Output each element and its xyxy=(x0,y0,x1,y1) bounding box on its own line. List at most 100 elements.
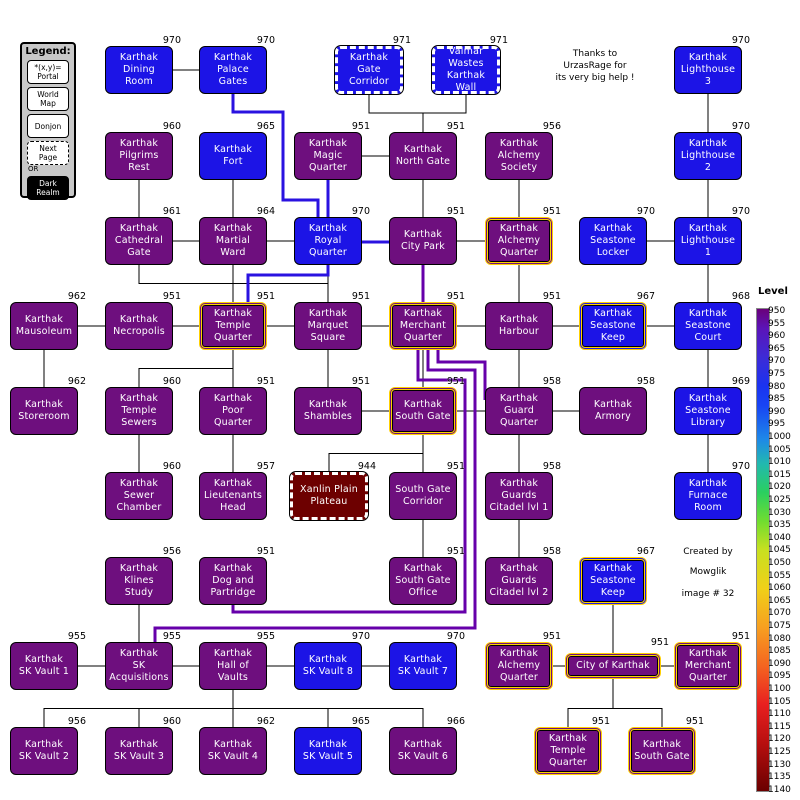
room-sskeep2[interactable]: Karthak Seastone Keep xyxy=(579,557,647,605)
room-level-magic: 951 xyxy=(351,121,370,132)
room-xanlin[interactable]: Xanlin Plain Plateau xyxy=(289,471,369,521)
room-level-storeroom: 962 xyxy=(67,376,86,387)
room-level-royal: 970 xyxy=(351,206,370,217)
room-alchq2[interactable]: Karthak Alchemy Quarter xyxy=(485,642,553,690)
room-mausoleum[interactable]: Karthak Mausoleum xyxy=(10,302,78,350)
level-tick: 1040 xyxy=(768,532,791,543)
room-vault3[interactable]: Karthak SK Vault 3 xyxy=(105,727,173,775)
room-level-alchsoc: 956 xyxy=(542,121,561,132)
room-vault8[interactable]: Karthak SK Vault 8 xyxy=(294,642,362,690)
room-magic[interactable]: Karthak Magic Quarter xyxy=(294,132,362,180)
room-lh2[interactable]: Karthak Lighthouse 2 xyxy=(674,132,742,180)
level-tick: 1135 xyxy=(768,772,791,783)
room-southgate2[interactable]: Karthak South Gate xyxy=(628,727,696,775)
room-sskeep[interactable]: Karthak Seastone Keep xyxy=(579,302,647,350)
room-level-citadel2: 958 xyxy=(542,546,561,557)
room-poor[interactable]: Karthak Poor Quarter xyxy=(199,387,267,435)
room-gatecorr[interactable]: Karthak Gate Corridor xyxy=(334,45,404,95)
legend-next-page: Next Page xyxy=(27,141,69,165)
room-level-sgcorr: 951 xyxy=(446,461,465,472)
room-level-alchq2: 951 xyxy=(542,631,561,642)
room-pilgrims[interactable]: Karthak Pilgrims Rest xyxy=(105,132,173,180)
room-guardq[interactable]: Karthak Guard Quarter xyxy=(485,387,553,435)
room-merchant[interactable]: Karthak Merchant Quarter xyxy=(389,302,457,350)
room-level-dog: 951 xyxy=(256,546,275,557)
room-level-merchant2: 951 xyxy=(731,631,750,642)
room-citypark[interactable]: Karthak City Park xyxy=(389,217,457,265)
room-level-citypark: 951 xyxy=(446,206,465,217)
legend-portal: *(x,y)= Portal xyxy=(27,60,69,84)
room-level-southgate: 951 xyxy=(446,376,465,387)
level-tick: 1070 xyxy=(768,608,791,619)
room-level-marquet: 951 xyxy=(351,291,370,302)
room-level-mausoleum: 962 xyxy=(67,291,86,302)
room-sewers[interactable]: Karthak Temple Sewers xyxy=(105,387,173,435)
room-level-vault5: 965 xyxy=(351,716,370,727)
room-klines[interactable]: Karthak Klines Study xyxy=(105,557,173,605)
level-tick: 1045 xyxy=(768,545,791,556)
room-sewerch[interactable]: Karthak Sewer Chamber xyxy=(105,472,173,520)
room-storeroom[interactable]: Karthak Storeroom xyxy=(10,387,78,435)
room-dining[interactable]: Karthak Dining Room xyxy=(105,46,173,94)
room-dog[interactable]: Karthak Dog and Partridge xyxy=(199,557,267,605)
room-harbour[interactable]: Karthak Harbour xyxy=(485,302,553,350)
room-lieut[interactable]: Karthak Lieutenants Head xyxy=(199,472,267,520)
room-vault7[interactable]: Karthak SK Vault 7 xyxy=(389,642,457,690)
level-tick: 1005 xyxy=(768,444,791,455)
room-martial[interactable]: Karthak Martial Ward xyxy=(199,217,267,265)
level-tick: 990 xyxy=(768,406,786,417)
room-sscourt[interactable]: Karthak Seastone Court xyxy=(674,302,742,350)
room-southgate[interactable]: Karthak South Gate xyxy=(389,387,457,435)
level-tick: 1075 xyxy=(768,621,791,631)
room-temple2[interactable]: Karthak Temple Quarter xyxy=(534,727,602,775)
room-northgate[interactable]: Karthak North Gate xyxy=(389,132,457,180)
room-vault5[interactable]: Karthak SK Vault 5 xyxy=(294,727,362,775)
room-necropolis[interactable]: Karthak Necropolis xyxy=(105,302,173,350)
room-level-martial: 964 xyxy=(256,206,275,217)
room-level-sslibrary: 969 xyxy=(731,376,750,387)
route-path-5 xyxy=(153,350,477,642)
room-lh3[interactable]: Karthak Lighthouse 3 xyxy=(674,46,742,94)
room-royal[interactable]: Karthak Royal Quarter xyxy=(294,217,362,265)
room-furnace[interactable]: Karthak Furnace Room xyxy=(674,472,742,520)
level-tick: 1140 xyxy=(768,784,791,795)
room-shambles[interactable]: Karthak Shambles xyxy=(294,387,362,435)
room-sslocker[interactable]: Karthak Seastone Locker xyxy=(579,217,647,265)
room-citadel2[interactable]: Karthak Guards Citadel lvl 2 xyxy=(485,557,553,605)
room-level-city: 951 xyxy=(650,637,669,648)
room-hallvaults[interactable]: Karthak Hall of Vaults xyxy=(199,642,267,690)
level-tick: 975 xyxy=(768,369,786,379)
room-sslibrary[interactable]: Karthak Seastone Library xyxy=(674,387,742,435)
room-cathedral[interactable]: Karthak Cathedral Gate xyxy=(105,217,173,265)
room-level-vault8: 970 xyxy=(351,631,370,642)
room-armory[interactable]: Karthak Armory xyxy=(579,387,647,435)
room-vault6[interactable]: Karthak SK Vault 6 xyxy=(389,727,457,775)
room-alchq[interactable]: Karthak Alchemy Quarter xyxy=(485,217,553,265)
room-sgcorr[interactable]: South Gate Corridor xyxy=(389,472,457,520)
room-vault4[interactable]: Karthak SK Vault 4 xyxy=(199,727,267,775)
room-acq[interactable]: Karthak SK Acquisitions xyxy=(105,642,173,690)
room-level-sscourt: 968 xyxy=(731,291,750,302)
room-level-acq: 955 xyxy=(162,631,181,642)
room-alchsoc[interactable]: Karthak Alchemy Society xyxy=(485,132,553,180)
room-valmar[interactable]: Valmar Wastes Karthak Wall xyxy=(431,45,501,95)
room-vault1[interactable]: Karthak SK Vault 1 xyxy=(10,642,78,690)
level-tick: 1095 xyxy=(768,671,791,682)
room-level-xanlin: 944 xyxy=(357,461,376,472)
room-vault2[interactable]: Karthak SK Vault 2 xyxy=(10,727,78,775)
room-palace[interactable]: Karthak Palace Gates xyxy=(199,46,267,94)
room-city[interactable]: City of Karthak xyxy=(565,653,661,679)
room-sgoffice[interactable]: Karthak South Gate Office xyxy=(389,557,457,605)
room-level-klines: 956 xyxy=(162,546,181,557)
room-temple[interactable]: Karthak Temple Quarter xyxy=(199,302,267,350)
room-merchant2[interactable]: Karthak Merchant Quarter xyxy=(674,642,742,690)
room-level-vault6: 966 xyxy=(446,716,465,727)
room-fort[interactable]: Karthak Fort xyxy=(199,132,267,180)
room-level-harbour: 951 xyxy=(542,291,561,302)
room-citadel1[interactable]: Karthak Guards Citadel lvl 1 xyxy=(485,472,553,520)
room-lh1[interactable]: Karthak Lighthouse 1 xyxy=(674,217,742,265)
room-marquet[interactable]: Karthak Marquet Square xyxy=(294,302,362,350)
level-tick: 1110 xyxy=(768,709,791,720)
room-level-sgoffice: 951 xyxy=(446,546,465,557)
